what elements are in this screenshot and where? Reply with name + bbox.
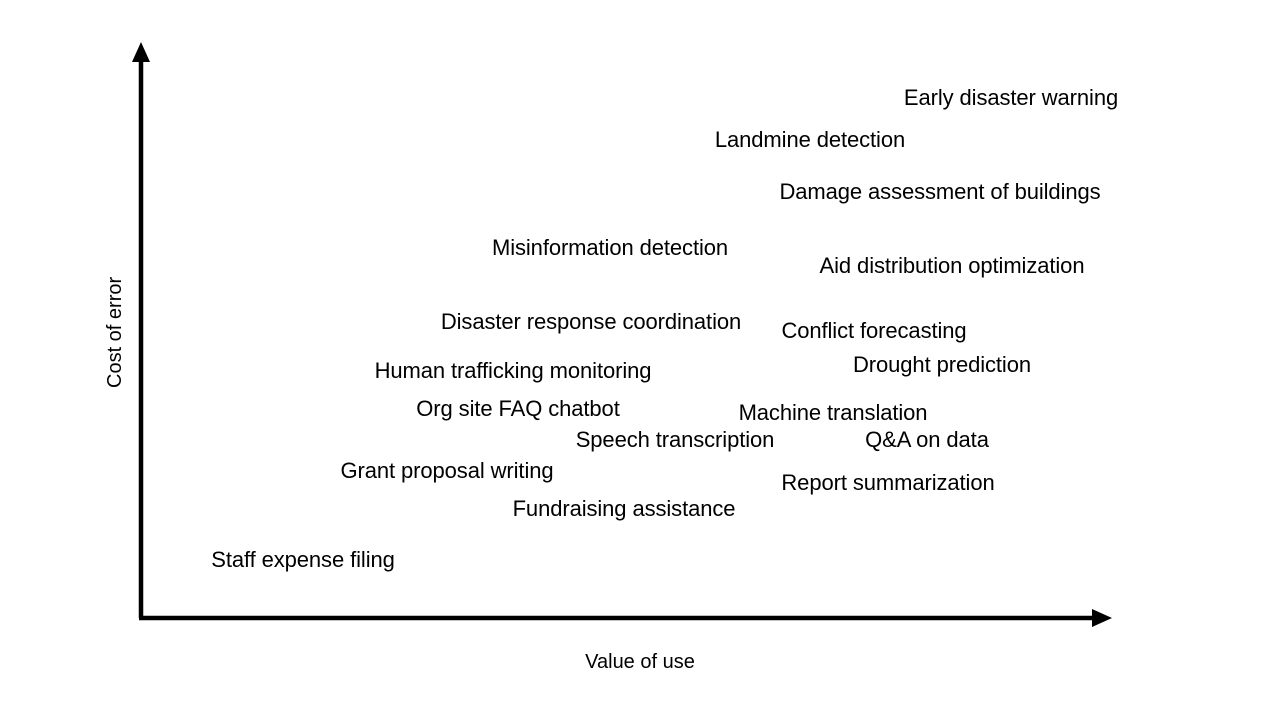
data-point-label: Damage assessment of buildings bbox=[779, 179, 1101, 204]
data-point-label: Human trafficking monitoring bbox=[374, 358, 652, 383]
data-point-label: Fundraising assistance bbox=[512, 496, 736, 521]
data-point-label: Speech transcription bbox=[575, 427, 775, 452]
data-point-label: Grant proposal writing bbox=[340, 458, 554, 483]
data-point-label: Q&A on data bbox=[865, 427, 989, 452]
data-point-label: Landmine detection bbox=[714, 127, 906, 152]
data-point-label: Disaster response coordination bbox=[440, 309, 742, 334]
data-point-label: Misinformation detection bbox=[491, 235, 729, 260]
y-axis-title: Cost of error bbox=[104, 276, 126, 388]
x-axis-title: Value of use bbox=[585, 651, 695, 673]
x-axis-arrowhead bbox=[1092, 609, 1112, 627]
data-point-label: Conflict forecasting bbox=[781, 318, 967, 343]
data-point-label: Report summarization bbox=[781, 470, 995, 495]
y-axis-arrowhead bbox=[132, 42, 150, 62]
data-point-label: Staff expense filing bbox=[211, 547, 395, 572]
data-point-label: Machine translation bbox=[738, 400, 928, 425]
data-point-label: Org site FAQ chatbot bbox=[416, 396, 620, 421]
data-point-label: Drought prediction bbox=[853, 352, 1031, 377]
data-point-label: Aid distribution optimization bbox=[819, 253, 1085, 278]
data-point-label: Early disaster warning bbox=[903, 85, 1119, 110]
